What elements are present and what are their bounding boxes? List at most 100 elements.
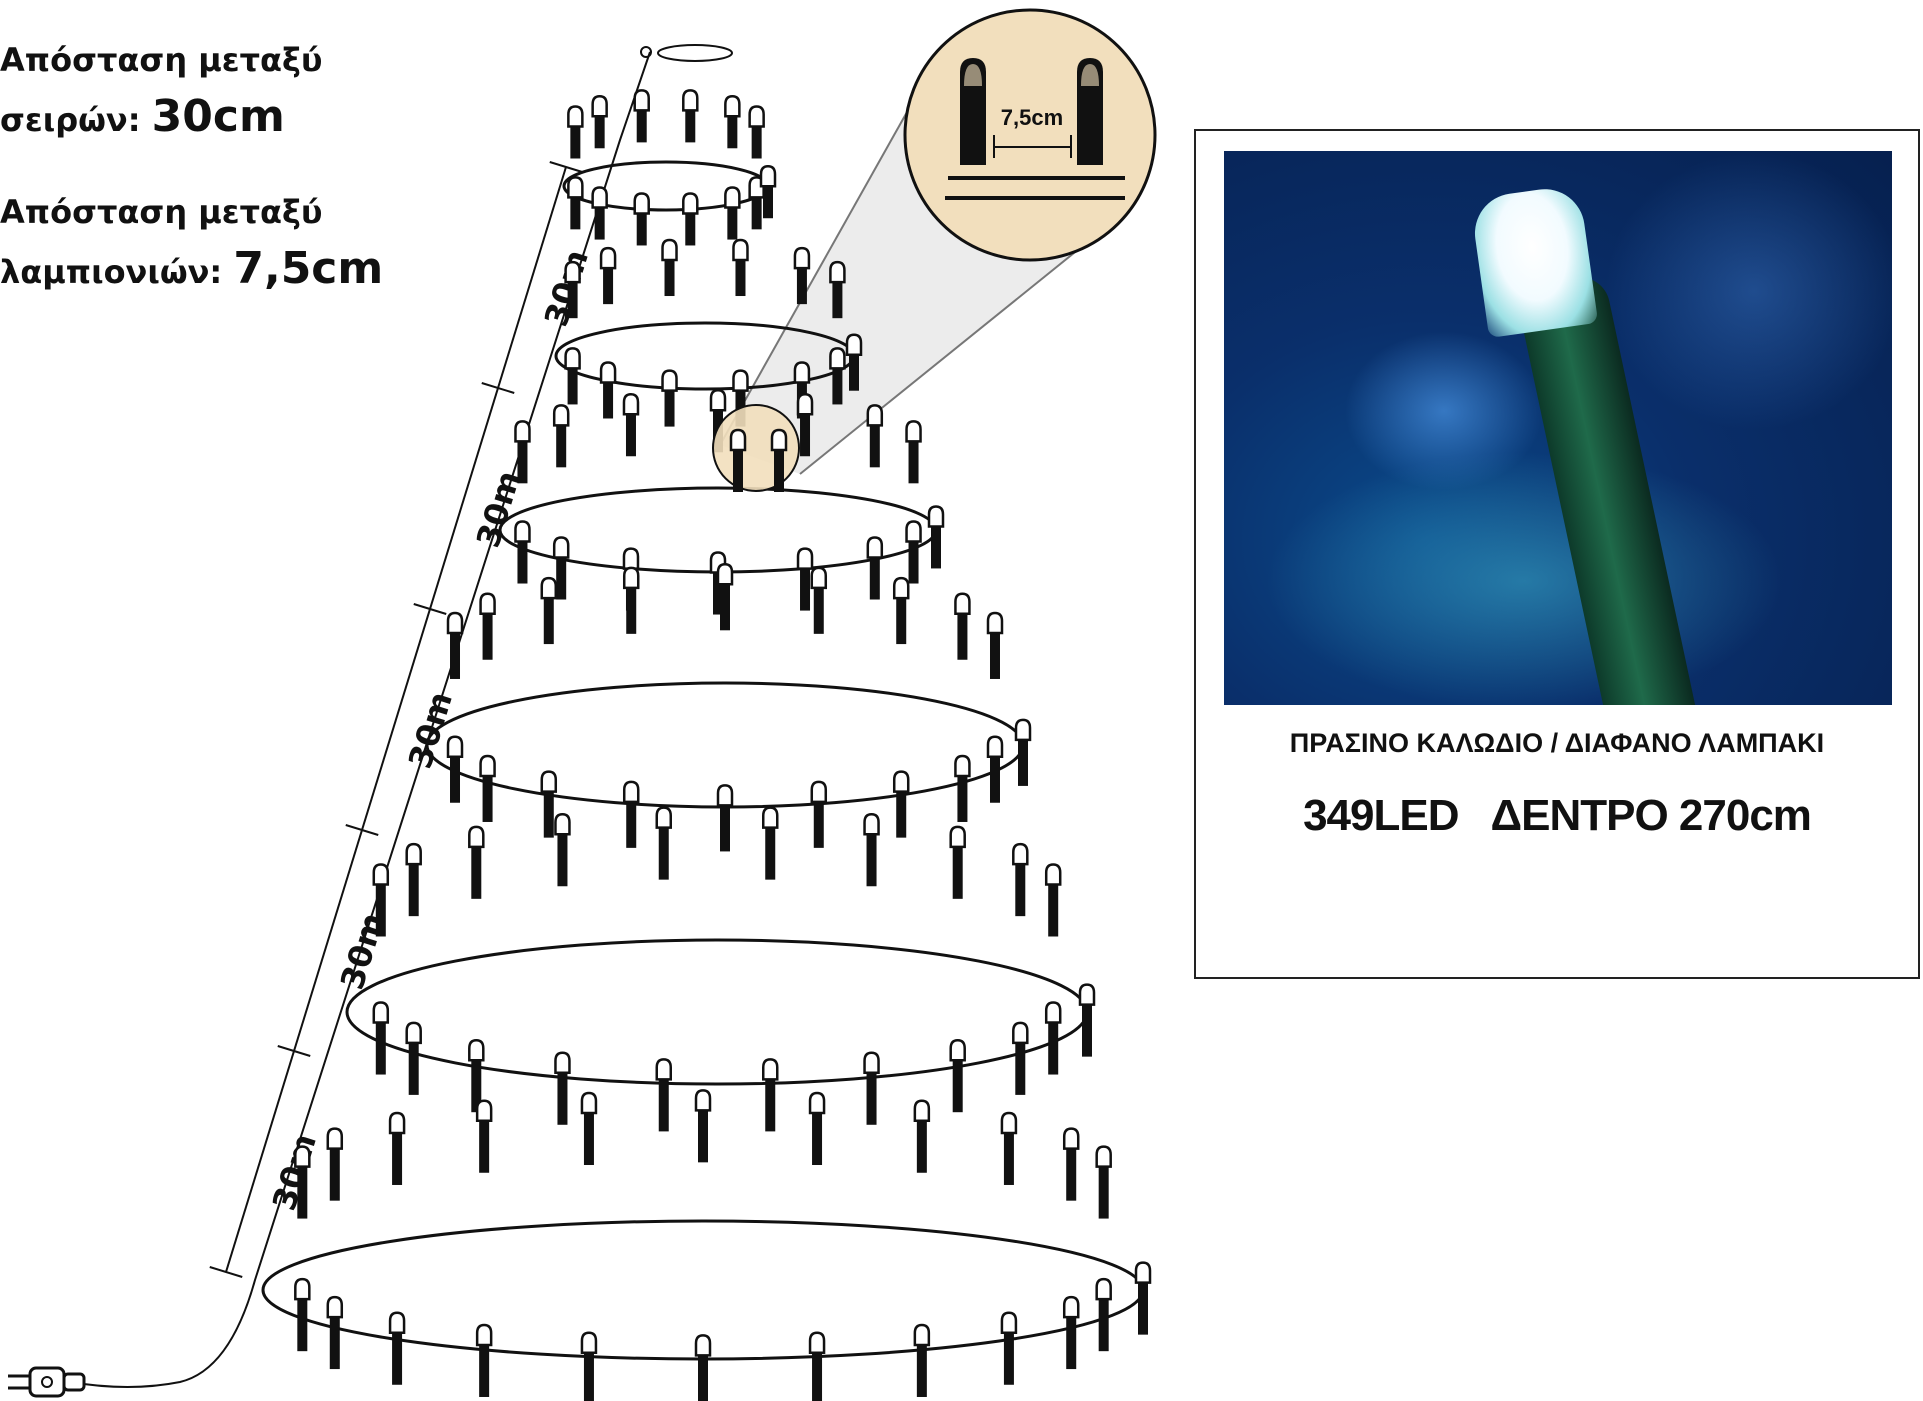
led-bulb (1134, 1261, 1152, 1284)
led-wire (952, 840, 963, 899)
led-wire (720, 578, 730, 631)
segment-length-label: 30m (537, 245, 596, 331)
led-wire (1066, 1142, 1077, 1201)
led-wire (896, 785, 907, 838)
led-wire (765, 821, 776, 880)
product-name: ΔΕΝΤΡΟ 270cm (1490, 791, 1811, 840)
led-wire (450, 750, 461, 803)
led-bulb (294, 1145, 311, 1168)
led-bulb (599, 246, 617, 270)
led-wire (832, 362, 843, 405)
led-wire (557, 828, 568, 887)
led-tier (562, 89, 777, 246)
led-bulb (732, 369, 749, 392)
led-bulb (564, 260, 581, 284)
led-bulb (591, 95, 608, 118)
led-wire (375, 1016, 386, 1075)
led-wire (800, 408, 811, 457)
led-bulb (1012, 1021, 1029, 1045)
led-wire (957, 769, 968, 822)
led-bulb (479, 592, 496, 615)
led-spacing-line: λαμπιονιών: 7,5cm (0, 236, 383, 302)
led-wire (733, 444, 743, 492)
led-bulb (1012, 842, 1029, 866)
led-bulb-image (1469, 184, 1599, 338)
led-wire (482, 769, 493, 822)
led-wire (392, 1326, 403, 1385)
led-bulb (913, 1099, 931, 1123)
product-subtitle: ΠΡΑΣΙΝΟ ΚΑΛΩΔΙΟ / ΔΙΑΦΑΝΟ ΛΑΜΠΑΚΙ (1289, 728, 1825, 758)
led-wire (594, 201, 605, 240)
led-bulb (716, 563, 734, 586)
dimension-tick (549, 161, 583, 173)
led-bulb (475, 1323, 493, 1347)
led-bulb (1000, 1111, 1018, 1135)
led-bulb (762, 1058, 779, 1081)
led-wire (1003, 1326, 1014, 1385)
led-wire (931, 520, 941, 569)
led-bulb (655, 1058, 672, 1081)
led-bulb (294, 1277, 311, 1301)
led-wire (567, 276, 578, 319)
led-tier (425, 563, 1032, 852)
led-bulb (863, 1051, 880, 1075)
led-wire (297, 1293, 308, 1352)
led-wire (751, 120, 762, 159)
led-wire (849, 348, 859, 391)
led-wire (543, 785, 554, 838)
led-wire (567, 362, 578, 405)
led-wire (796, 262, 807, 305)
led-wire (866, 828, 877, 887)
led-bulb (468, 825, 485, 849)
led-bulb (633, 192, 650, 215)
led-wire (1138, 1276, 1148, 1335)
led-bulb (1044, 863, 1062, 886)
dimension-tick (481, 382, 515, 394)
led-wire (763, 180, 773, 219)
led-bulb (905, 420, 922, 443)
led-bulb (682, 192, 699, 215)
led-wire (658, 1073, 669, 1132)
led-bulb (732, 238, 749, 262)
led-bulb (514, 520, 531, 543)
row-spacing-label2: σειρών: (0, 101, 141, 139)
led-tier (345, 806, 1096, 1132)
led-bulb (892, 770, 910, 793)
led-wire (664, 384, 675, 427)
led-wire (583, 1346, 594, 1401)
led-bulb (567, 105, 584, 128)
led-wire (556, 551, 567, 600)
led-wire (594, 110, 605, 149)
led-bulb (770, 428, 788, 452)
led-wire (297, 1160, 308, 1219)
led-bulb (759, 164, 777, 188)
led-bulb (405, 842, 422, 866)
led-bulb (1078, 983, 1096, 1006)
led-bulb (866, 404, 884, 427)
led-bulb (762, 806, 779, 829)
led-bulb (1062, 1295, 1080, 1319)
led-wire (1082, 998, 1092, 1057)
led-spacing-value: 7,5cm (233, 243, 384, 294)
led-bulb (954, 754, 971, 778)
led-bulb (564, 347, 581, 370)
led-bulb (724, 186, 741, 209)
led-wire (727, 201, 738, 240)
led-wire (1003, 1126, 1014, 1185)
zoom-spacing-label: 7,5cm (1001, 105, 1063, 130)
led-bulb (554, 813, 571, 836)
led-bulb (1095, 1277, 1112, 1301)
led-wire (832, 276, 843, 319)
led-wire (543, 592, 554, 645)
dimension-tick (413, 603, 447, 615)
led-bulb (845, 333, 863, 356)
led-wire (329, 1142, 340, 1201)
led-bulb (580, 1091, 598, 1115)
led-bulb (475, 1099, 493, 1123)
led-bulb (694, 1089, 712, 1112)
led-bulb (554, 1051, 571, 1075)
led-bulb (808, 1091, 826, 1115)
led-bulb (682, 89, 699, 112)
led-wire (517, 435, 528, 484)
